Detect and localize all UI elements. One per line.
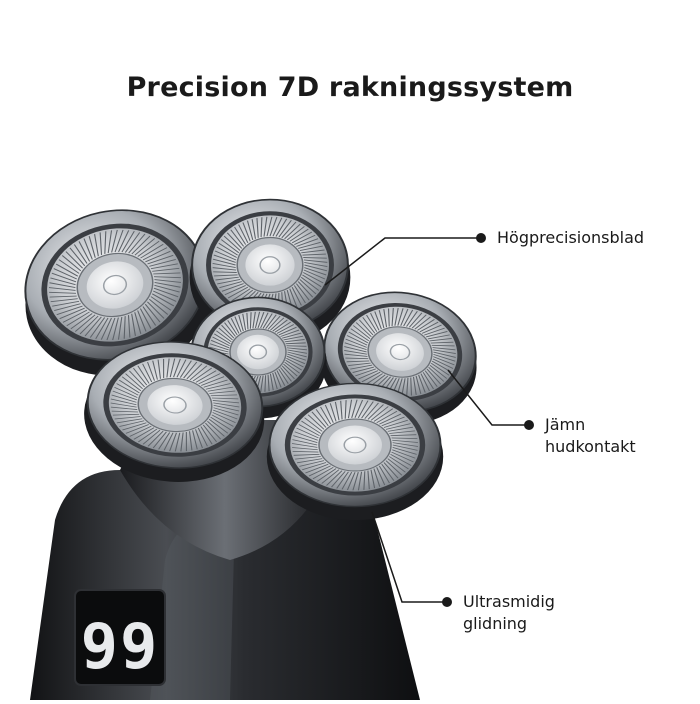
shaving-head: [320, 291, 477, 425]
shaving-head: [266, 382, 444, 521]
shaving-head: [84, 341, 265, 482]
callout-text: Högprecisionsblad: [497, 228, 645, 247]
callout-label-glide: Ultrasmidig glidning: [463, 591, 555, 635]
callout-dot-contact: [524, 420, 534, 430]
callout-label-blades: Högprecisionsblad: [497, 227, 644, 249]
callout-text: Jämn: [545, 415, 586, 434]
shaving-head: [24, 209, 211, 376]
callout-text: glidning: [463, 614, 528, 633]
callout-line-blades: [324, 237, 478, 286]
callout-text: Ultrasmidig: [463, 592, 555, 611]
callout-text: hudkontakt: [545, 437, 636, 456]
callout-dot-blades: [476, 233, 486, 243]
callout-label-contact: Jämn hudkontakt: [545, 414, 636, 458]
callout-line-glide: [371, 511, 444, 603]
battery-display: 99: [81, 610, 160, 683]
body-highlight: [150, 515, 235, 700]
page-title: Precision 7D rakningssystem: [126, 72, 574, 103]
callout-dot-glide: [442, 597, 452, 607]
display-panel: [74, 589, 166, 686]
callout-line-contact: [447, 369, 526, 426]
